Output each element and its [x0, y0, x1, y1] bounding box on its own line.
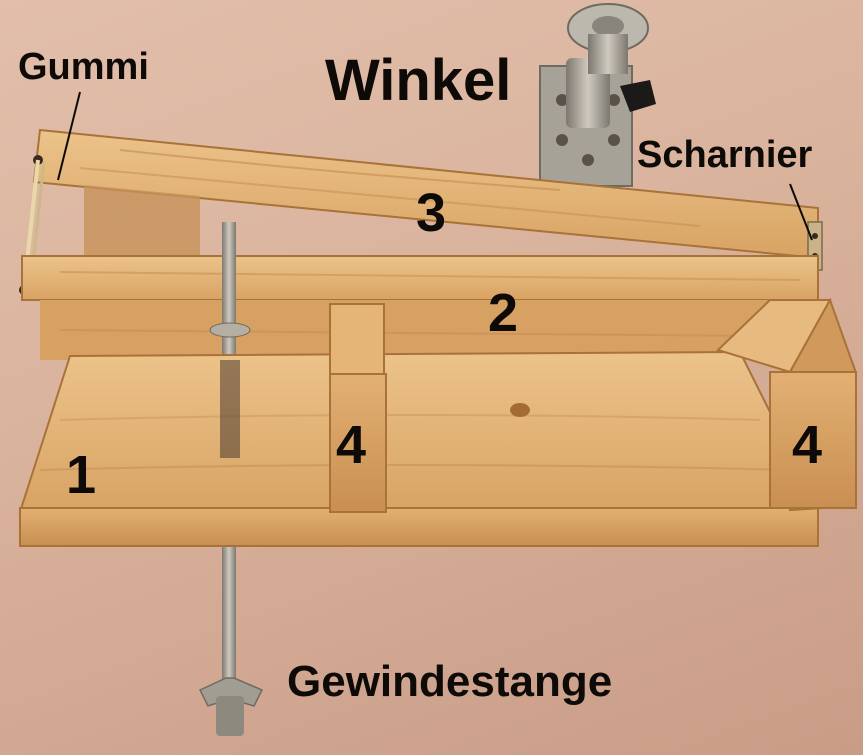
label-number-3: 3 [416, 183, 447, 243]
board-2 [21, 255, 819, 360]
label-winkel: Winkel [325, 48, 512, 113]
gummi-pointer [57, 91, 81, 181]
threaded-rod [198, 222, 264, 736]
label-number-4-right: 4 [792, 415, 823, 475]
winkel-bracket [539, 3, 656, 187]
block-4-right [716, 297, 857, 512]
label-gummi: Gummi [18, 46, 149, 88]
board-1 [18, 350, 820, 547]
label-scharnier: Scharnier [637, 134, 813, 176]
label-number-1: 1 [66, 445, 97, 505]
label-gewindestange: Gewindestange [287, 657, 613, 706]
label-number-4-left: 4 [336, 415, 367, 475]
board-3 [32, 128, 819, 260]
scharnier-pointer [789, 183, 813, 241]
block-4-left [329, 303, 387, 513]
label-number-2: 2 [488, 283, 519, 343]
